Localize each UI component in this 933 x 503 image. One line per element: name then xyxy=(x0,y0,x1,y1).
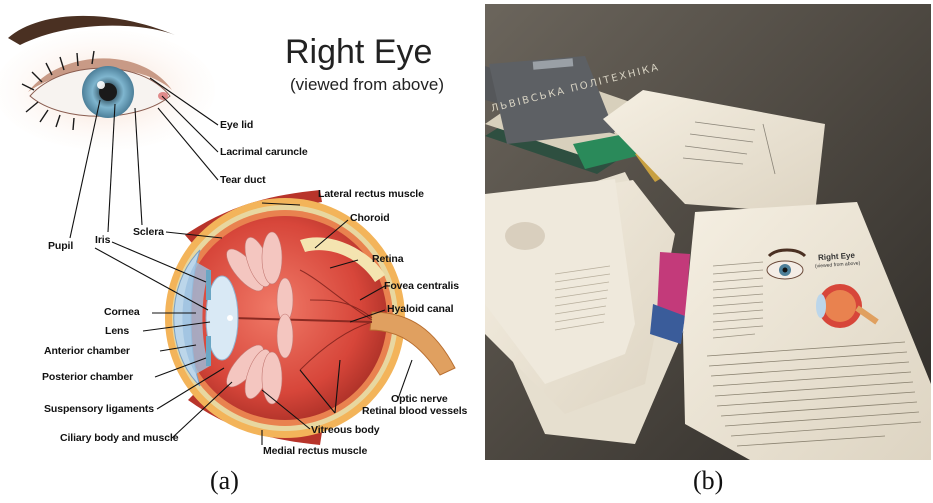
label-fovea-centralis: Fovea centralis xyxy=(384,280,459,292)
label-pupil: Pupil xyxy=(48,240,73,252)
diagram-title: Right Eye xyxy=(285,33,432,72)
label-iris: Iris xyxy=(95,234,110,246)
label-lens: Lens xyxy=(105,325,129,337)
label-hyaloid-canal: Hyaloid canal xyxy=(387,303,453,315)
caption-b: (b) xyxy=(693,466,723,496)
caption-a: (a) xyxy=(210,466,239,496)
label-choroid: Choroid xyxy=(350,212,390,224)
photo-illustration xyxy=(485,4,931,460)
label-posterior-chamber: Posterior chamber xyxy=(42,371,133,383)
label-cornea: Cornea xyxy=(104,306,140,318)
label-retinal-blood-vessels: Retinal blood vessels xyxy=(362,405,467,417)
desk-photo: ЛЬВІВСЬКА ПОЛІТЕХНІКА Right Eye (viewed … xyxy=(485,4,931,460)
label-suspensory-ligaments: Suspensory ligaments xyxy=(44,403,154,415)
label-tear-duct: Tear duct xyxy=(220,174,266,186)
label-sclera: Sclera xyxy=(133,226,164,238)
label-vitreous-body: Vitreous body xyxy=(311,424,380,436)
eye-anatomy-diagram: Right Eye (viewed from above) Eye lid La… xyxy=(0,0,470,462)
label-ciliary-body: Ciliary body and muscle xyxy=(60,432,179,444)
label-retina: Retina xyxy=(372,253,404,265)
label-lateral-rectus: Lateral rectus muscle xyxy=(318,188,424,200)
label-lacrimal-caruncle: Lacrimal caruncle xyxy=(220,146,308,158)
diagram-subtitle: (viewed from above) xyxy=(290,75,444,95)
label-anterior-chamber: Anterior chamber xyxy=(44,345,130,357)
label-optic-nerve: Optic nerve xyxy=(391,393,448,405)
label-medial-rectus: Medial rectus muscle xyxy=(263,445,367,457)
label-eye-lid: Eye lid xyxy=(220,119,253,131)
external-eye xyxy=(0,16,215,150)
